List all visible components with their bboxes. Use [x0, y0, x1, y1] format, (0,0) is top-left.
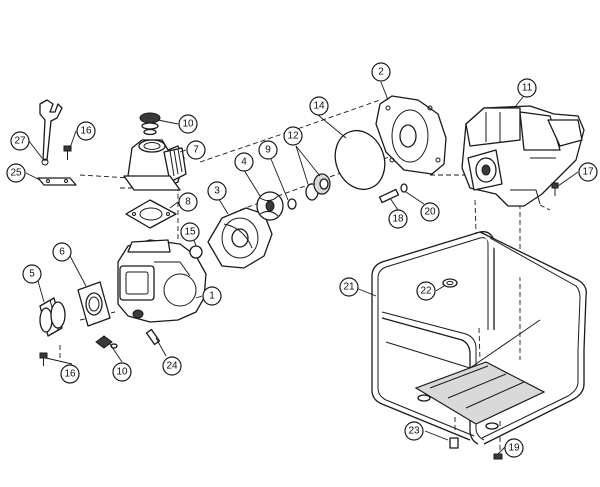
- o-ring-part-15: [189, 245, 203, 259]
- svg-text:14: 14: [313, 101, 325, 112]
- svg-text:3: 3: [214, 186, 220, 197]
- flange-plate-part-6: [77, 281, 111, 327]
- callout-12: 12: [283, 126, 303, 146]
- svg-text:23: 23: [408, 426, 420, 437]
- leader-lines: [25, 81, 579, 455]
- callout-25: 25: [6, 163, 26, 183]
- svg-text:27: 27: [14, 136, 26, 147]
- svg-text:19: 19: [508, 443, 520, 454]
- callout-15: 15: [180, 222, 200, 242]
- callout-19: 19: [504, 438, 524, 458]
- nut-part-19: [493, 453, 503, 460]
- svg-text:16: 16: [64, 369, 76, 380]
- bracket-plate-part-25: [37, 177, 77, 186]
- svg-text:1: 1: [209, 291, 215, 302]
- discharge-fitting-part-5: [39, 297, 66, 337]
- svg-text:21: 21: [343, 282, 355, 293]
- callout-7: 7: [186, 140, 206, 160]
- callout-24: 24: [162, 356, 182, 376]
- engine-part-11: [461, 105, 585, 207]
- callout-16-top: 16: [76, 121, 96, 141]
- svg-text:24: 24: [166, 361, 178, 372]
- svg-text:10: 10: [116, 367, 128, 378]
- impeller-part-4: [256, 191, 284, 221]
- callout-10-bottom: 10: [112, 362, 132, 382]
- callout-3: 3: [207, 181, 227, 201]
- washer-part-20: [400, 183, 408, 193]
- svg-text:9: 9: [265, 145, 271, 156]
- svg-text:7: 7: [193, 145, 199, 156]
- volute-part-3: [207, 207, 273, 269]
- callout-11: 11: [517, 78, 537, 98]
- svg-text:8: 8: [185, 197, 191, 208]
- callout-4: 4: [234, 152, 254, 172]
- callout-18: 18: [388, 209, 408, 229]
- drain-plug-part-10: [95, 335, 118, 349]
- callout-9: 9: [258, 140, 278, 160]
- callout-22: 22: [416, 281, 436, 301]
- bolt-part-23: [449, 437, 459, 449]
- washer-part-9: [287, 198, 297, 210]
- bolt-part-16-top: [63, 145, 72, 160]
- callout-17: 17: [578, 162, 598, 182]
- inlet-elbow-part-7: [123, 139, 187, 191]
- callout-20: 20: [420, 202, 440, 222]
- gasket-part-8: [125, 199, 177, 229]
- mechanical-seal-part-12: [305, 173, 331, 201]
- svg-text:18: 18: [392, 214, 404, 225]
- svg-text:15: 15: [184, 227, 196, 238]
- stud-part-24: [145, 328, 161, 346]
- callout-1: 1: [202, 286, 222, 306]
- svg-text:22: 22: [420, 286, 432, 297]
- frame-part-21: [371, 231, 587, 445]
- callout-10-top: 10: [178, 114, 198, 134]
- svg-text:5: 5: [29, 269, 35, 280]
- bolt-part-16-bottom: [39, 352, 48, 366]
- bolt-part-18: [378, 188, 400, 204]
- callout-23: 23: [404, 421, 424, 441]
- callout-6: 6: [52, 242, 72, 262]
- bolt-part-17: [551, 182, 559, 196]
- washer-part-22: [442, 278, 458, 288]
- wrench-part-27: [39, 99, 63, 166]
- pump-casing-part-1: [117, 239, 207, 323]
- callout-16-bottom: 16: [60, 364, 80, 384]
- callout-5: 5: [22, 264, 42, 284]
- callout-27: 27: [10, 131, 30, 151]
- fill-cap-part-10: [139, 112, 161, 136]
- seal-plate-part-2: [375, 95, 447, 175]
- callout-21: 21: [339, 277, 359, 297]
- svg-text:4: 4: [241, 157, 247, 168]
- svg-text:12: 12: [287, 131, 299, 142]
- svg-text:17: 17: [582, 167, 594, 178]
- callout-8: 8: [178, 192, 198, 212]
- callout-2: 2: [371, 62, 391, 82]
- svg-text:11: 11: [522, 83, 533, 94]
- gasket-ring-part-14: [334, 129, 386, 191]
- svg-text:20: 20: [424, 207, 436, 218]
- svg-text:2: 2: [378, 67, 384, 78]
- svg-text:16: 16: [80, 126, 92, 137]
- svg-text:10: 10: [182, 119, 194, 130]
- callout-14: 14: [309, 96, 329, 116]
- svg-text:6: 6: [59, 247, 65, 258]
- callouts: 27 16 25 10 7 8 15 3 4 9 12 14 2 11 17 1…: [6, 62, 598, 458]
- svg-text:25: 25: [10, 168, 22, 179]
